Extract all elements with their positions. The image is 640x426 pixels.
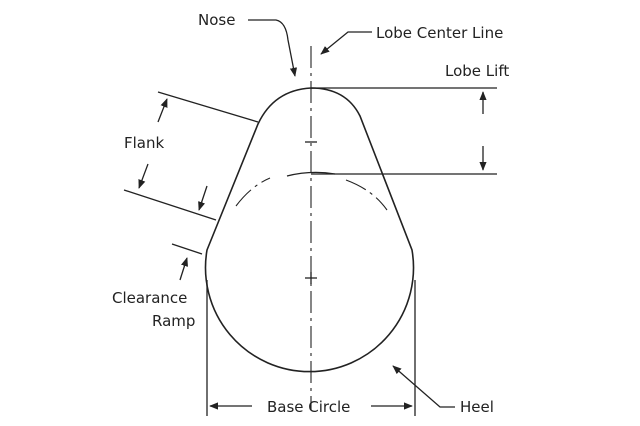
- base-circle-label: Base Circle: [267, 398, 350, 416]
- cam-lobe-outline: [204, 87, 415, 373]
- lobe-center-line-leader: [320, 31, 372, 55]
- flank-extension-bottom: [123, 189, 217, 221]
- lobe-lift-label: Lobe Lift: [445, 62, 509, 80]
- flank-arrow-top: [157, 98, 168, 123]
- flank-extension-top: [157, 91, 259, 123]
- flank-arrow-bottom: [138, 163, 149, 189]
- clearance-ramp-tick: [171, 243, 203, 255]
- nose-leader: [248, 19, 298, 77]
- lobe-center-line-label: Lobe Center Line: [376, 24, 503, 42]
- ramp-label: Ramp: [152, 312, 195, 330]
- flank-label: Flank: [124, 134, 164, 152]
- base-circle-hidden-arc-right: [345, 179, 388, 211]
- base-circle-hidden-arc: [235, 177, 271, 207]
- clearance-ramp-end-arrow: [198, 185, 208, 211]
- clearance-ramp-arrow: [179, 257, 188, 281]
- heel-label: Heel: [460, 398, 494, 416]
- heel-leader: [392, 365, 455, 408]
- nose-label: Nose: [198, 11, 235, 29]
- base-center-mark: [305, 272, 317, 284]
- clearance-label: Clearance: [112, 289, 187, 307]
